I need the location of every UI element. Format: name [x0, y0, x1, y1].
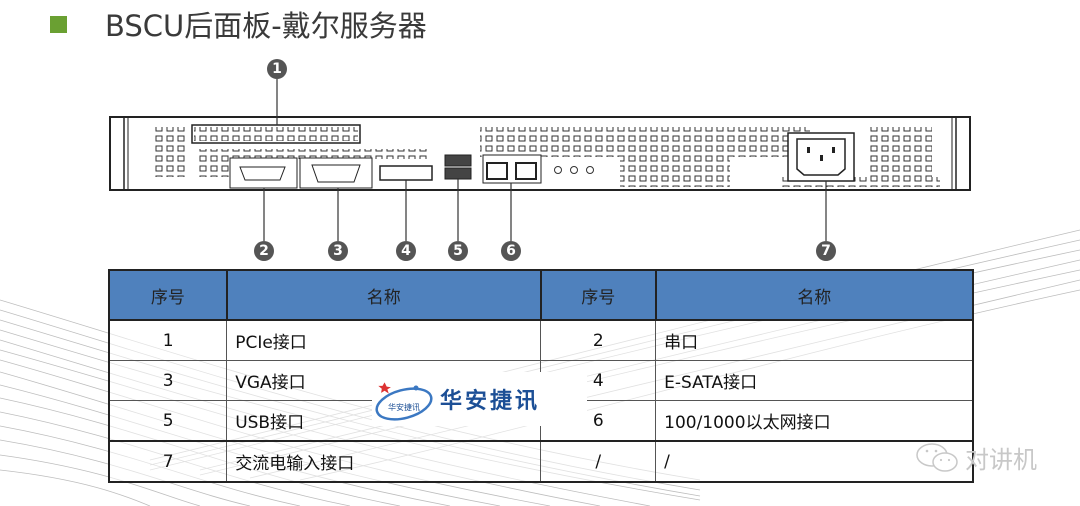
cell-no: 5	[108, 400, 228, 442]
server-rear-panel-diagram: 1 2 3 4 5 6 7	[100, 55, 980, 265]
callout-5: 5	[448, 241, 468, 261]
table-row: 1 PCIe接口 2 串口	[108, 319, 974, 361]
header-no-1: 序号	[108, 269, 228, 321]
orbit-logo-icon: 华安捷讯	[375, 382, 433, 421]
header-name-2: 名称	[654, 269, 975, 321]
watermark-text: 对讲机	[965, 446, 1037, 474]
callout-6: 6	[501, 241, 521, 261]
company-logo: 华安捷讯 华安捷讯	[372, 372, 587, 426]
server-chassis-drawing	[109, 79, 971, 241]
cell-name: 交流电输入接口	[226, 440, 542, 483]
callout-3: 3	[328, 241, 348, 261]
cell-no: 7	[108, 440, 228, 483]
header-name-1: 名称	[225, 269, 542, 321]
wechat-watermark: 对讲机	[915, 440, 1037, 475]
cell-name: E-SATA接口	[655, 360, 974, 401]
svg-text:华安捷讯: 华安捷讯	[388, 402, 420, 412]
cell-name: PCIe接口	[226, 319, 542, 361]
callout-7: 7	[816, 241, 836, 261]
table-row: 7 交流电输入接口 / /	[108, 440, 974, 483]
header-no-2: 序号	[539, 269, 657, 321]
cell-no: 1	[108, 319, 228, 361]
title-bullet	[50, 15, 67, 33]
cell-no: /	[540, 440, 657, 483]
page-title: BSCU后面板-戴尔服务器	[105, 9, 427, 43]
table-header-row: 序号 名称 序号 名称	[108, 269, 975, 321]
logo-text: 华安捷讯	[440, 389, 541, 414]
cell-name: 100/1000以太网接口	[655, 400, 974, 442]
cell-no: 2	[540, 319, 657, 361]
wechat-icon	[916, 442, 958, 472]
callout-2: 2	[254, 241, 274, 261]
cell-no: 3	[108, 360, 228, 401]
callout-1: 1	[267, 59, 287, 79]
callout-4: 4	[396, 241, 416, 261]
cell-name: 串口	[655, 319, 974, 361]
slide-header: BSCU后面板-戴尔服务器	[50, 4, 427, 44]
